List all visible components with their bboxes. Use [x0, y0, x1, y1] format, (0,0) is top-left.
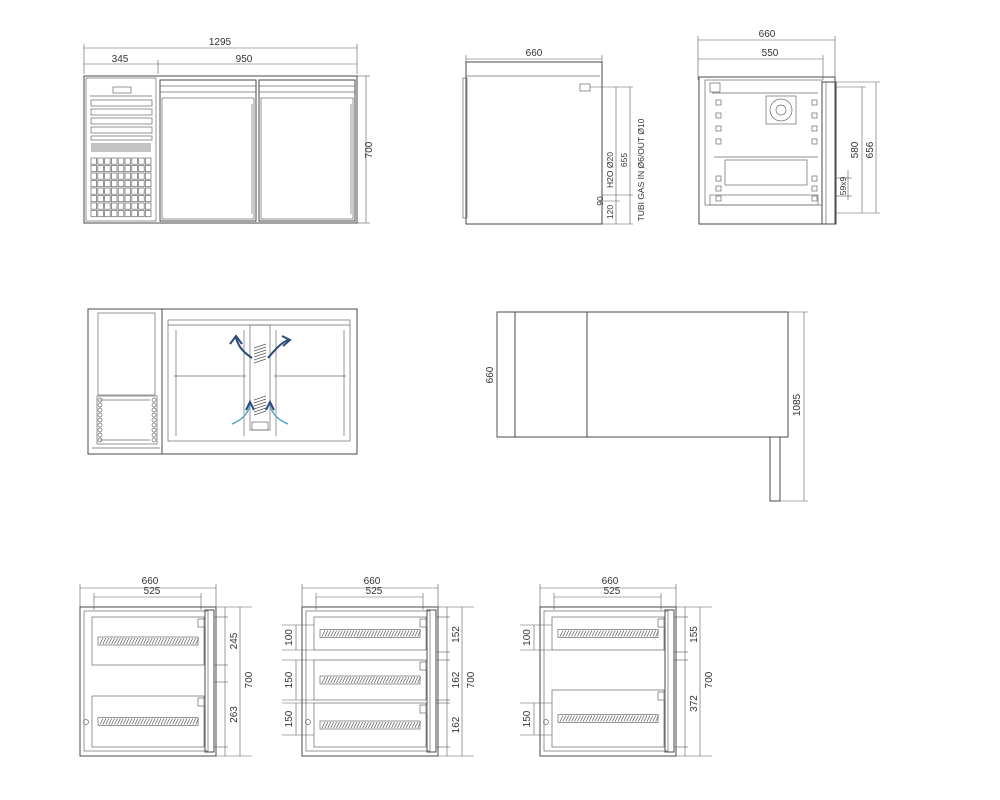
dim-total-height: 700: [244, 671, 255, 688]
drawer: [91, 695, 205, 748]
dim-side-depth: 660: [526, 48, 543, 59]
airflow-arrow-left-out: [235, 337, 253, 359]
dim-drawer-height: 162: [451, 716, 462, 733]
airflow-plan-view: [87, 308, 358, 455]
dim-overall-width: 1295: [209, 37, 232, 48]
dim-left-offset: 100: [284, 629, 295, 646]
dim-drawer-height: 152: [451, 626, 462, 643]
top-view: 660 1085: [485, 311, 808, 502]
dim-drawer-height: 372: [689, 695, 700, 712]
dim-655: 655: [619, 153, 629, 167]
dim-left-offset: 150: [284, 710, 295, 727]
dim-section-inner: 550: [762, 48, 779, 59]
dim-drawer-height: 263: [229, 706, 240, 723]
dim-drawer-height: 245: [229, 632, 240, 649]
side-view: 660 H2O Ø20 655 90 120 TUBI GAS IN Ø6/OU…: [462, 48, 646, 225]
label-h2o: H2O Ø20: [605, 152, 615, 188]
airflow-arrow-right-out: [267, 339, 289, 359]
airflow-arrow-left-in: [231, 404, 251, 425]
drawer-vent-hatch: [97, 717, 200, 726]
drawer-vent-hatch: [557, 629, 660, 638]
drawer-vent-hatch: [319, 720, 422, 730]
dim-left-offset: 150: [284, 671, 295, 688]
dim-section-outer: 660: [759, 29, 776, 40]
drawer-vent-hatch: [319, 675, 422, 685]
dim-drawer-height: 162: [451, 671, 462, 688]
hinge-circle: [305, 719, 311, 725]
dim-top-length: 1085: [792, 393, 803, 416]
dim-outer-width: 660: [364, 576, 381, 587]
drawer: [551, 689, 665, 748]
drawer-vent-hatch: [557, 714, 660, 723]
dim-height: 700: [364, 141, 375, 158]
dim-inner-width: 525: [144, 586, 161, 597]
dim-inner-width: 525: [366, 586, 383, 597]
drawer: [313, 702, 427, 748]
hinge-circle: [543, 719, 549, 725]
drawer: [91, 616, 205, 666]
drawer-vent-hatch: [97, 636, 200, 646]
dim-total-height: 700: [704, 671, 715, 688]
dim-outer-width: 660: [602, 576, 619, 587]
dim-580: 580: [850, 141, 861, 158]
dim-656: 656: [865, 141, 876, 158]
drawer-vent-hatch: [319, 629, 422, 638]
dim-drawer-height: 155: [689, 626, 700, 643]
section-view: 660 550 580 656 59x9: [697, 29, 880, 225]
label-tubi-gas: TUBI GAS IN Ø6/OUT Ø10: [636, 118, 646, 221]
dim-top-depth: 660: [485, 366, 496, 383]
dim-90: 90: [595, 196, 605, 206]
hinge-circle: [83, 719, 89, 725]
dim-total-height: 700: [466, 671, 477, 688]
dim-left-offset: 100: [522, 629, 533, 646]
dim-left-width: 345: [112, 54, 129, 65]
dim-vent: 59x9: [838, 177, 848, 196]
drawer: [313, 616, 427, 651]
dim-left-offset: 150: [522, 710, 533, 727]
dim-120: 120: [605, 205, 615, 219]
dim-inner-width: 525: [604, 586, 621, 597]
dim-outer-width: 660: [142, 576, 159, 587]
drawer: [551, 616, 665, 651]
dim-right-width: 950: [236, 54, 253, 65]
airflow-arrow-right-in: [269, 404, 289, 425]
drawer-views: 6605252452637006605251521621627001001501…: [79, 576, 715, 757]
front-view: 1295 345 950 700: [83, 37, 375, 224]
drawer: [313, 659, 427, 701]
